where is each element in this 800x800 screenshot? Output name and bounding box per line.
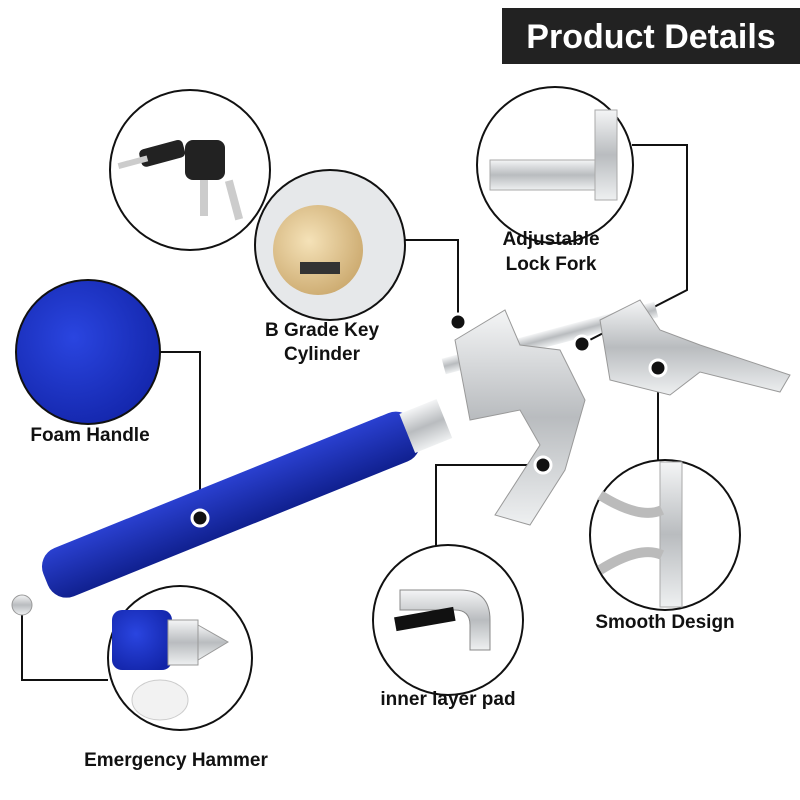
steering-lock-illustration xyxy=(11,299,791,616)
label-lock-fork-line2: Lock Fork xyxy=(506,254,597,275)
header-title: Product Details xyxy=(526,18,775,56)
label-key-cylinder-line2: Cylinder xyxy=(284,344,361,365)
key-cylinder-circle xyxy=(254,169,406,321)
hammer-tip xyxy=(11,594,33,616)
label-inner-pad: inner layer pad xyxy=(380,689,515,710)
header-banner: Product Details xyxy=(502,8,800,64)
label-emergency-hammer: Emergency Hammer xyxy=(84,750,268,771)
inner-pad-circle xyxy=(372,544,524,696)
label-foam-handle: Foam Handle xyxy=(30,425,149,446)
emergency-hammer-circle xyxy=(107,585,253,731)
adjustable-fork xyxy=(599,299,791,396)
label-key-cylinder-line1: B Grade Key xyxy=(265,320,379,341)
callout-dots xyxy=(190,312,668,528)
foam-texture-circle xyxy=(15,279,161,425)
lock-fork-circle xyxy=(476,86,634,244)
label-smooth-design: Smooth Design xyxy=(595,612,734,633)
foam-handle xyxy=(41,399,453,598)
smooth-design-circle xyxy=(589,459,741,611)
label-lock-fork-line1: Adjustable xyxy=(502,229,599,250)
keys-circle xyxy=(109,89,271,251)
fixed-hook xyxy=(454,309,586,526)
